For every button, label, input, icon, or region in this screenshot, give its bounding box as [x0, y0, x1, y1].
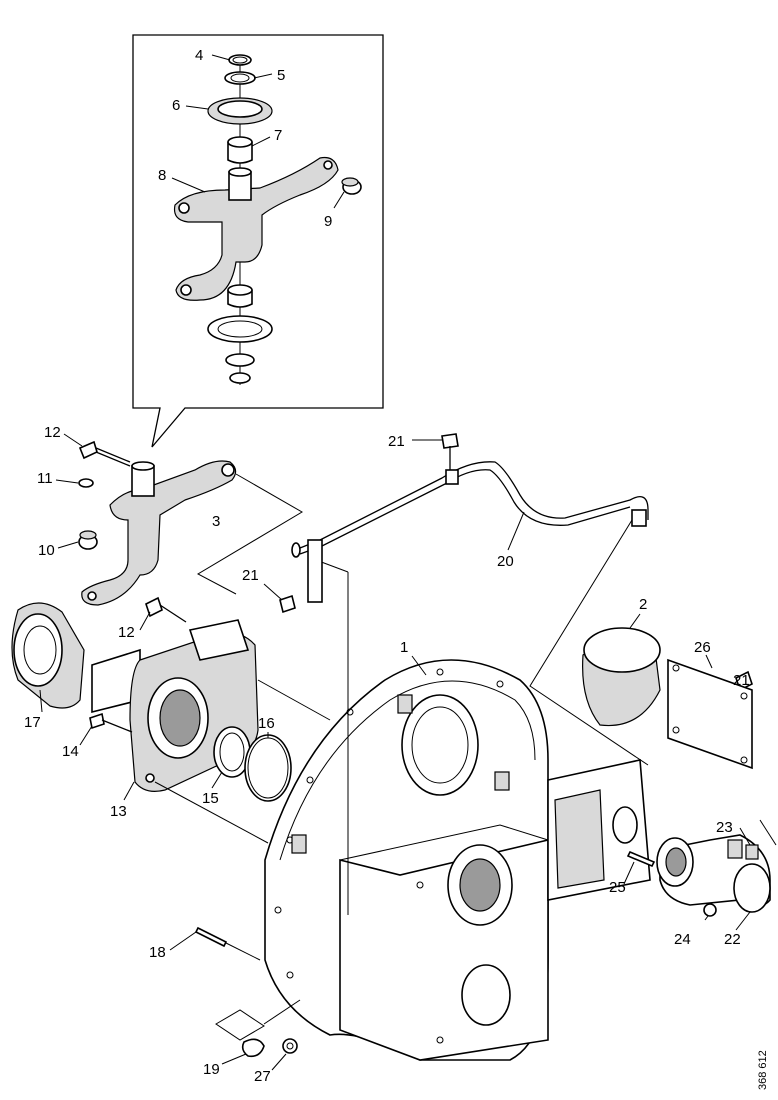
callout-17: 17 [24, 714, 41, 731]
callout-10: 10 [38, 542, 55, 559]
callout-15: 15 [202, 790, 219, 807]
callout-14: 14 [62, 743, 79, 760]
studs-and-nuts [194, 926, 301, 1058]
drawing-code: 368 612 [757, 1050, 769, 1090]
callout-13: 13 [110, 803, 127, 820]
callout-11: 11 [37, 470, 53, 487]
release-fork-assembly [78, 440, 303, 606]
callout-25: 25 [609, 879, 626, 896]
callout-23: 23 [716, 819, 733, 836]
callout-22: 22 [724, 931, 741, 948]
callout-12-mid: 12 [118, 624, 135, 641]
callout-20: 20 [497, 553, 514, 570]
callout-7: 7 [274, 127, 282, 144]
cover-and-gasket [582, 613, 753, 770]
callout-4: 4 [195, 47, 203, 64]
callout-2: 2 [639, 596, 647, 613]
callout-6: 6 [172, 97, 180, 114]
callout-5: 5 [277, 67, 285, 84]
callout-12-top: 12 [44, 424, 61, 441]
callout-18: 18 [149, 944, 166, 961]
actuator-group [626, 819, 777, 921]
bearing-housing-group [11, 596, 331, 844]
callout-16: 16 [258, 715, 275, 732]
callout-1: 1 [400, 639, 408, 656]
callout-27: 27 [254, 1068, 271, 1085]
callout-26: 26 [694, 639, 711, 656]
callout-21-right: 21 [733, 672, 750, 689]
callout-3: 3 [212, 513, 220, 530]
callout-9: 9 [324, 213, 332, 230]
callout-8: 8 [158, 167, 166, 184]
callout-21-left: 21 [242, 567, 259, 584]
callout-24: 24 [674, 931, 691, 948]
transmission-housing [264, 559, 651, 1061]
callout-labels: 1 2 3 4 5 6 7 8 9 10 11 12 12 13 14 15 1… [24, 47, 751, 1085]
callout-19: 19 [203, 1061, 220, 1078]
detail-inset [132, 34, 384, 448]
callout-21-top: 21 [388, 433, 405, 450]
